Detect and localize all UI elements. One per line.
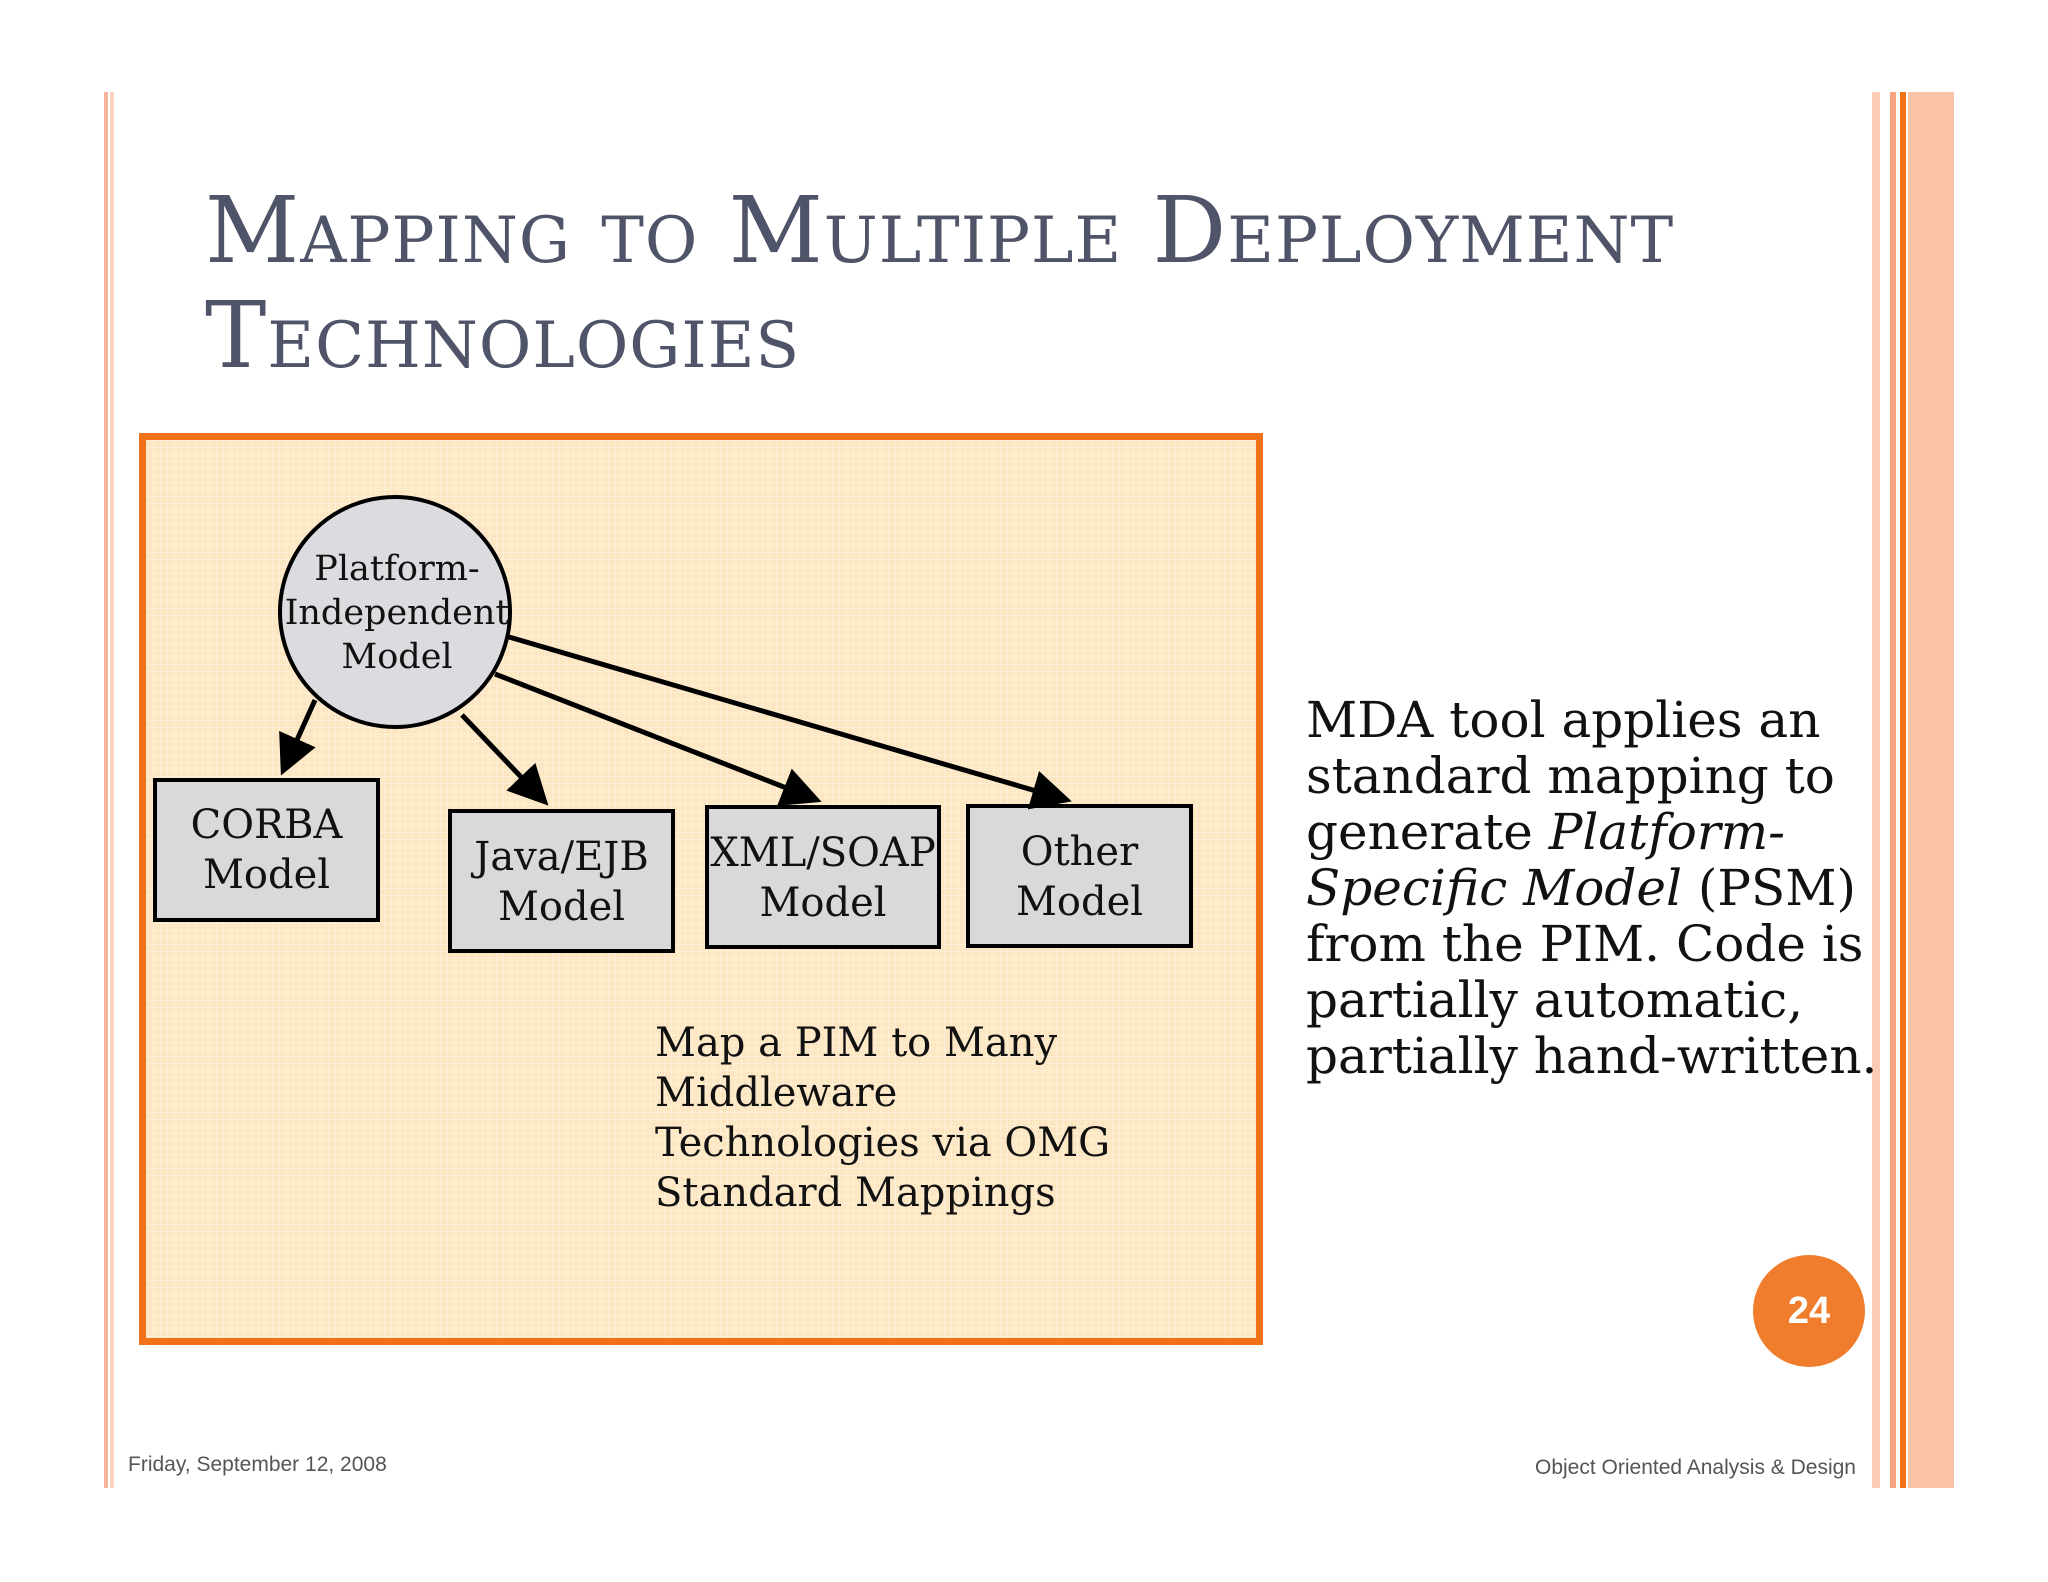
arrow-to-corba <box>279 698 318 776</box>
other-label: Other Model <box>968 827 1191 927</box>
diagram-caption: Map a PIM to Many Middleware Technologie… <box>655 1018 1215 1218</box>
right-accent-bar-1 <box>1872 92 1880 1488</box>
pim-label-line-1: Platform- <box>314 549 480 589</box>
caption-line-1: Map a PIM to Many <box>655 1020 1058 1066</box>
xml-soap-label-line-2: Model <box>759 880 887 926</box>
footer-date: Friday, September 12, 2008 <box>128 1453 387 1476</box>
page-number-badge: 24 <box>1753 1255 1865 1367</box>
title-line-1: Mapping to Multiple Deployment <box>205 177 1675 284</box>
caption-line-2: Middleware <box>655 1070 898 1116</box>
pim-label: Platform- Independent Model <box>277 547 517 679</box>
side-text-part-1: MDA tool applies an standard mapping to … <box>1306 691 1835 861</box>
side-text-part-2: (PSM) from the PIM. Code is partially au… <box>1306 859 1878 1085</box>
caption-line-3: Technologies via OMG <box>655 1120 1111 1166</box>
arrow-to-xml-soap <box>494 671 822 806</box>
corba-label: CORBA Model <box>155 800 378 900</box>
pim-label-line-2: Independent <box>284 593 510 633</box>
corba-label-line-2: Model <box>202 852 331 898</box>
xml-soap-label: XML/SOAP Model <box>707 828 939 928</box>
arrow-to-other <box>508 634 1072 810</box>
pim-label-line-3: Model <box>341 637 453 677</box>
java-ejb-label: Java/EJB Model <box>450 832 673 932</box>
right-accent-bar-2 <box>1890 92 1896 1488</box>
right-accent-bar-4 <box>1908 92 1954 1488</box>
footer-course: Object Oriented Analysis & Design <box>1535 1456 1856 1479</box>
left-accent-bar <box>104 92 108 1488</box>
java-ejb-box <box>448 809 675 953</box>
java-ejb-label-line-2: Model <box>497 884 626 930</box>
other-label-line-1: Other <box>1020 829 1139 875</box>
side-description: MDA tool applies an standard mapping to … <box>1306 692 1926 1084</box>
left-accent-bar-2 <box>110 92 114 1488</box>
right-accent-bar-3 <box>1900 92 1906 1488</box>
pim-circle <box>278 495 512 729</box>
side-text-italic: Platform-Specific Model <box>1306 803 1786 917</box>
java-ejb-label-line-1: Java/EJB <box>474 834 649 880</box>
other-label-line-2: Model <box>1015 879 1144 925</box>
xml-soap-label-line-1: XML/SOAP <box>710 830 936 876</box>
arrow-to-java-ejb <box>460 713 549 806</box>
corba-box <box>153 778 380 922</box>
corba-label-line-1: CORBA <box>190 802 343 848</box>
xml-soap-box <box>705 805 941 949</box>
title-line-2: Technologies <box>205 282 801 389</box>
slide-title: Mapping to Multiple Deployment Technolog… <box>205 178 1705 388</box>
caption-line-4: Standard Mappings <box>655 1170 1056 1216</box>
other-box <box>966 804 1193 948</box>
